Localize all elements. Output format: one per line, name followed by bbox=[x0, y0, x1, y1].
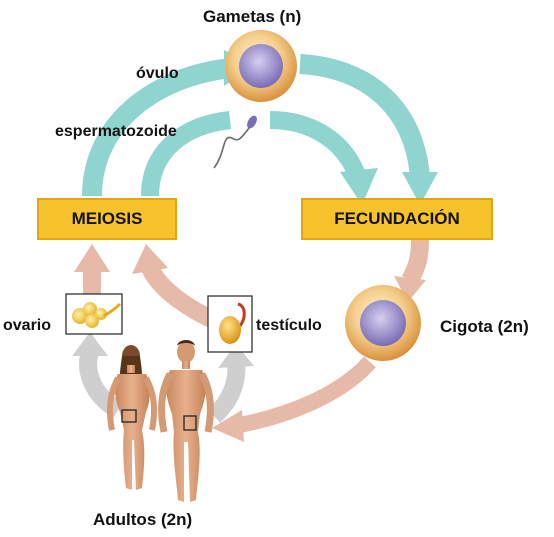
zygote-cell bbox=[345, 285, 421, 361]
meiosis-label: MEIOSIS bbox=[71, 209, 143, 228]
testicle-to-meiosis-arrow bbox=[132, 244, 222, 331]
sperm-label: espermatozoide bbox=[55, 123, 177, 140]
ovule-cell bbox=[225, 30, 297, 102]
ovary-inset bbox=[65, 293, 123, 335]
testicle-label: testículo bbox=[256, 317, 322, 334]
ovule-label: óvulo bbox=[136, 65, 179, 82]
meiosis-box: MEIOSIS bbox=[37, 198, 177, 240]
to-adults-arrow bbox=[212, 356, 376, 442]
gametes-label: Gametas (n) bbox=[203, 7, 302, 26]
female-adult-figure bbox=[107, 345, 157, 490]
male-to-testicle-arrow bbox=[207, 344, 254, 423]
sperm-cell bbox=[213, 115, 257, 169]
fertilization-label: FECUNDACIÓN bbox=[334, 209, 460, 228]
testicle-inset bbox=[207, 295, 253, 353]
adults-label: Adultos (2n) bbox=[93, 510, 193, 529]
zygote-label: Cigota (2n) bbox=[440, 317, 529, 336]
male-adult-figure bbox=[158, 340, 214, 502]
ovary-label: ovario bbox=[3, 317, 52, 334]
fertilization-box: FECUNDACIÓN bbox=[301, 198, 493, 240]
to-zygote-arrow bbox=[394, 239, 429, 302]
sperm-arrow bbox=[141, 111, 378, 205]
